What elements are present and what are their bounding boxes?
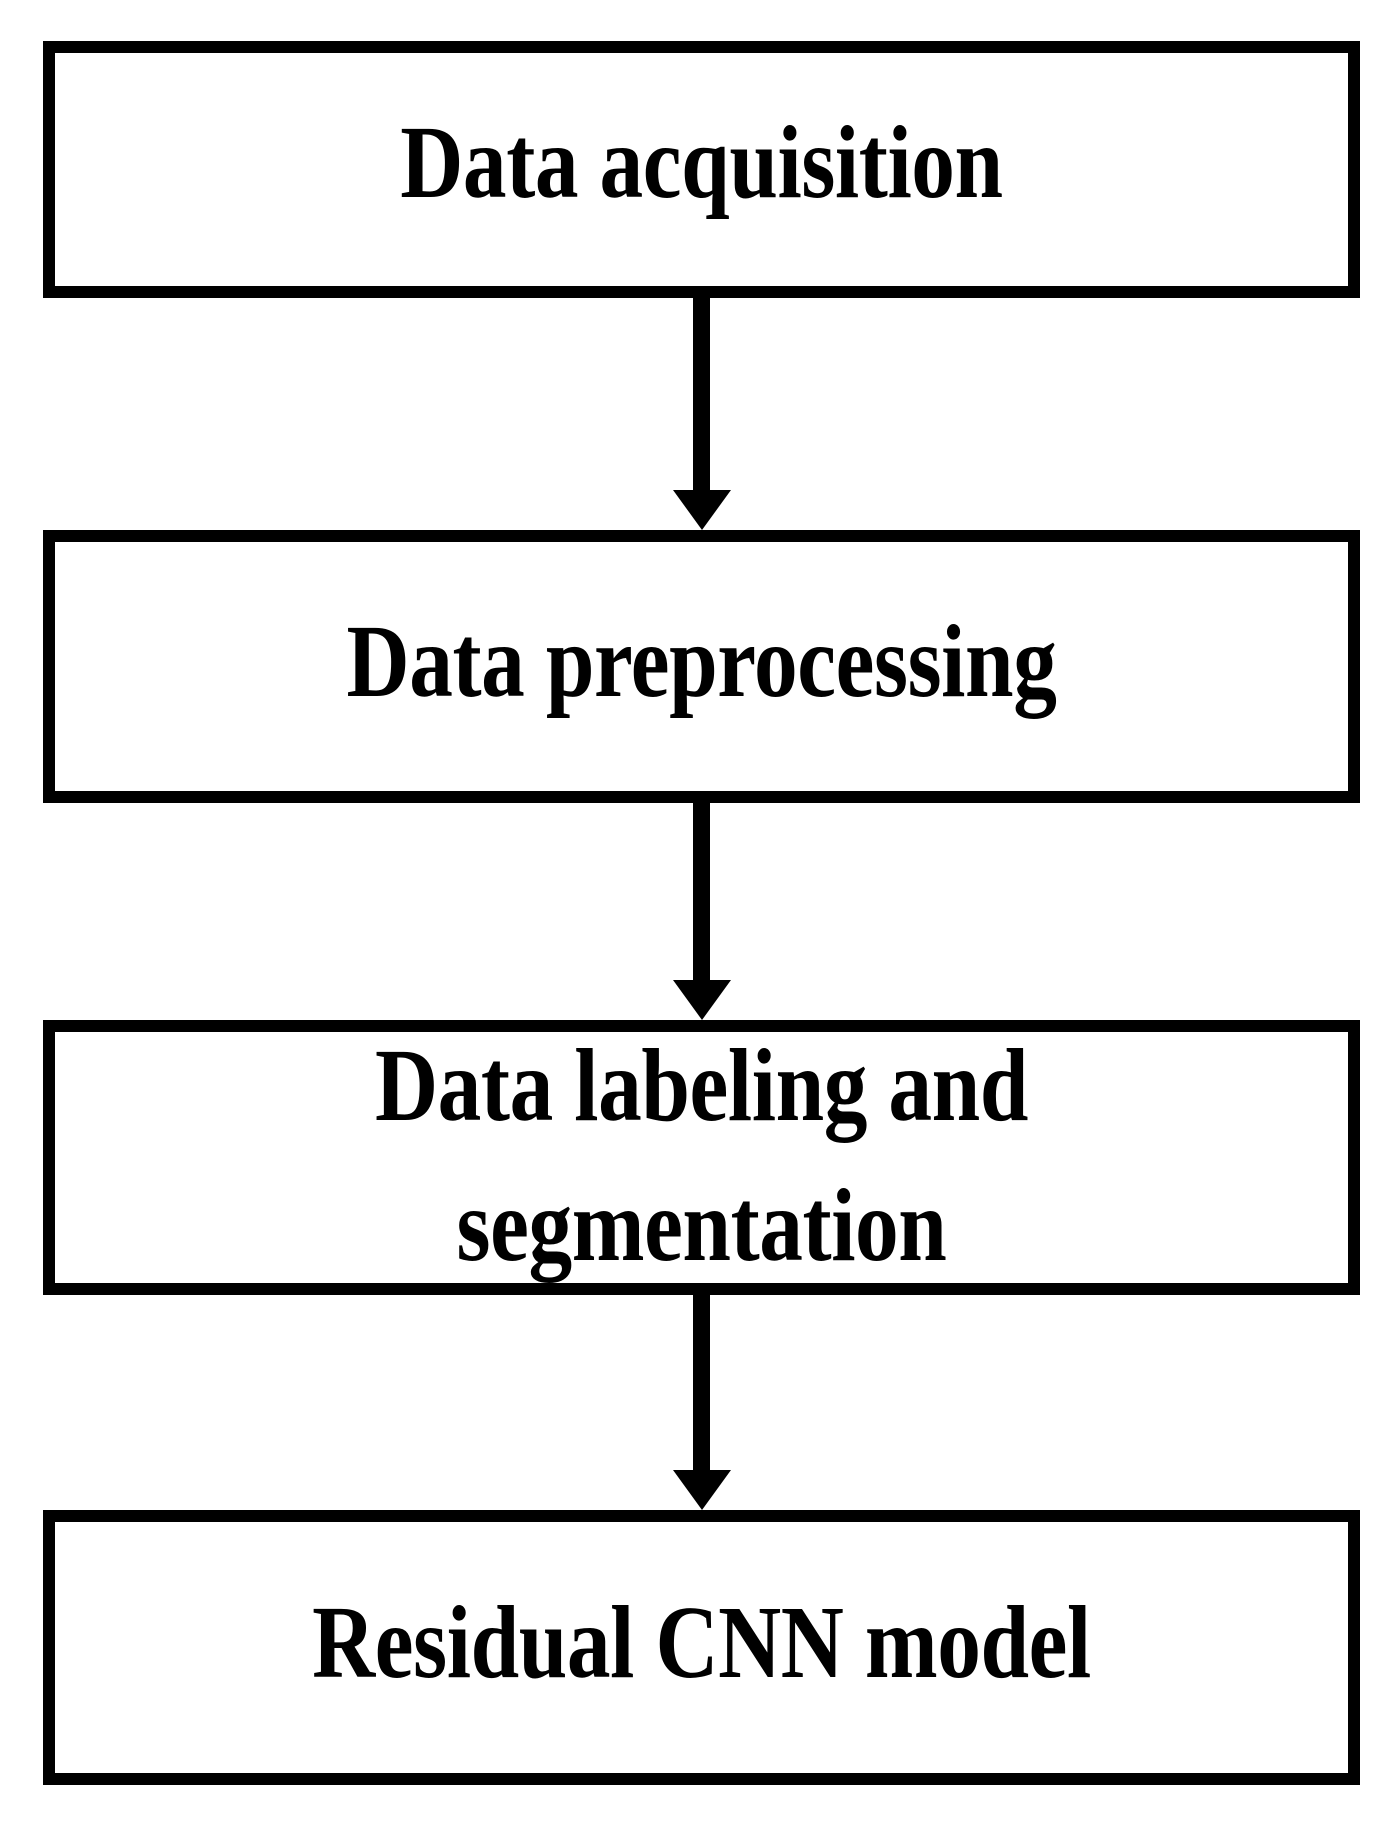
arrow-stem — [693, 803, 710, 980]
arrow-head-icon — [673, 490, 731, 530]
flow-node-data-preprocessing[interactable]: Data preprocessing — [43, 530, 1360, 803]
arrow-stem — [693, 1295, 710, 1470]
flow-arrow-preprocessing-to-labeling — [0, 803, 1396, 1020]
flow-arrow-acquisition-to-preprocessing — [0, 298, 1396, 530]
arrow-stem — [693, 298, 710, 490]
flow-arrow-labeling-to-model — [0, 1295, 1396, 1510]
arrow-head-icon — [673, 980, 731, 1020]
flow-node-data-acquisition[interactable]: Data acquisition — [43, 41, 1360, 298]
flow-node-label: Data labeling and segmentation — [374, 1028, 1029, 1283]
flow-node-data-labeling-and-segmentation[interactable]: Data labeling and segmentation — [43, 1020, 1360, 1295]
flow-node-label: Data acquisition — [400, 105, 1003, 221]
arrow-head-icon — [673, 1470, 731, 1510]
flow-node-label: Data preprocessing — [346, 604, 1057, 720]
flow-node-label: Residual CNN model — [312, 1585, 1091, 1701]
flow-node-residual-cnn-model[interactable]: Residual CNN model — [43, 1510, 1360, 1785]
